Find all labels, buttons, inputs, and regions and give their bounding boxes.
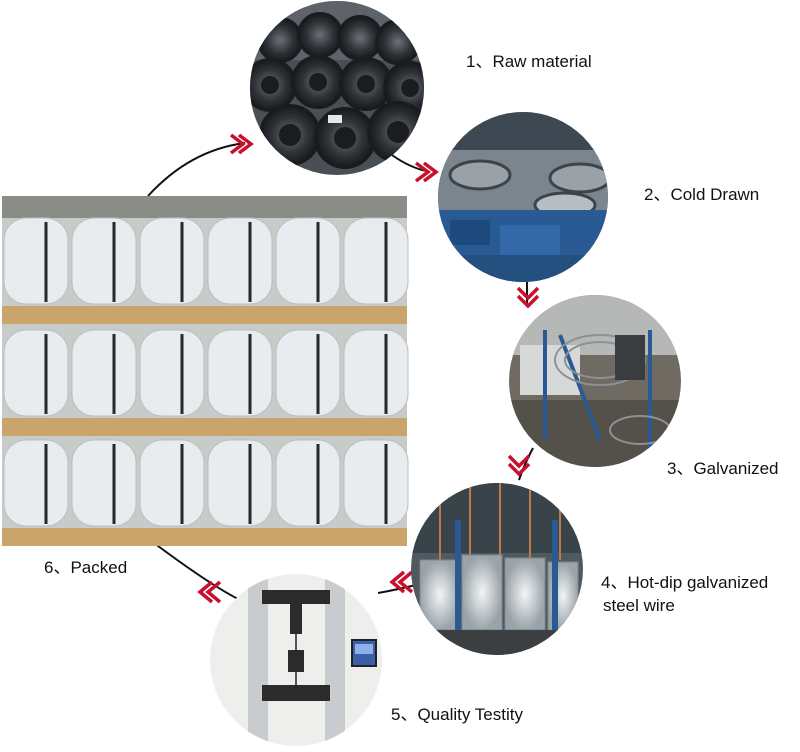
packed-coil-bag xyxy=(344,330,408,416)
pallet xyxy=(2,306,407,324)
step-3-label: 3、Galvanized xyxy=(667,459,779,478)
drawing-machine-icon xyxy=(438,112,610,285)
galvanizing-line-icon xyxy=(509,295,681,467)
pallet xyxy=(2,418,407,436)
step-6-label: 6、Packed xyxy=(44,558,127,577)
packed-coil-bag xyxy=(140,218,204,304)
tensile-tester-icon xyxy=(210,574,382,746)
packed-coil-bag xyxy=(344,440,408,526)
galvanized-coils-icon xyxy=(411,483,583,655)
connector-6-to-1 xyxy=(148,143,245,196)
packed-coil-bag xyxy=(140,440,204,526)
packed-coil-bag xyxy=(208,218,272,304)
packed-coil-bag xyxy=(276,440,340,526)
packed-coil-bag xyxy=(140,330,204,416)
packed-coil-bag xyxy=(276,218,340,304)
packed-coil-bag xyxy=(72,330,136,416)
step-4-label-line1: 4、Hot-dip galvanized xyxy=(601,573,768,592)
packed-coil-bag xyxy=(208,330,272,416)
packed-pallets-icon xyxy=(2,196,408,546)
packed-coil-bag xyxy=(4,218,68,304)
packed-coil-bag xyxy=(4,330,68,416)
packed-coil-bag xyxy=(72,440,136,526)
packed-coil-bag xyxy=(276,330,340,416)
chevron-right-icon xyxy=(416,163,436,181)
packed-coil-bag xyxy=(4,440,68,526)
pallet xyxy=(2,528,407,546)
wire-coils-icon xyxy=(244,0,436,176)
chevron-down-icon xyxy=(509,456,529,474)
chevron-left-icon xyxy=(200,582,220,602)
step-2-label: 2、Cold Drawn xyxy=(644,185,759,204)
packed-coil-bag xyxy=(72,218,136,304)
packed-coil-bag xyxy=(344,218,408,304)
packed-coil-bag xyxy=(208,440,272,526)
step-4-label-line2: steel wire xyxy=(603,596,675,615)
step-1-label: 1、Raw material xyxy=(466,52,592,71)
connector-5-to-6 xyxy=(150,540,240,600)
step-5-label: 5、Quality Testity xyxy=(391,705,523,724)
